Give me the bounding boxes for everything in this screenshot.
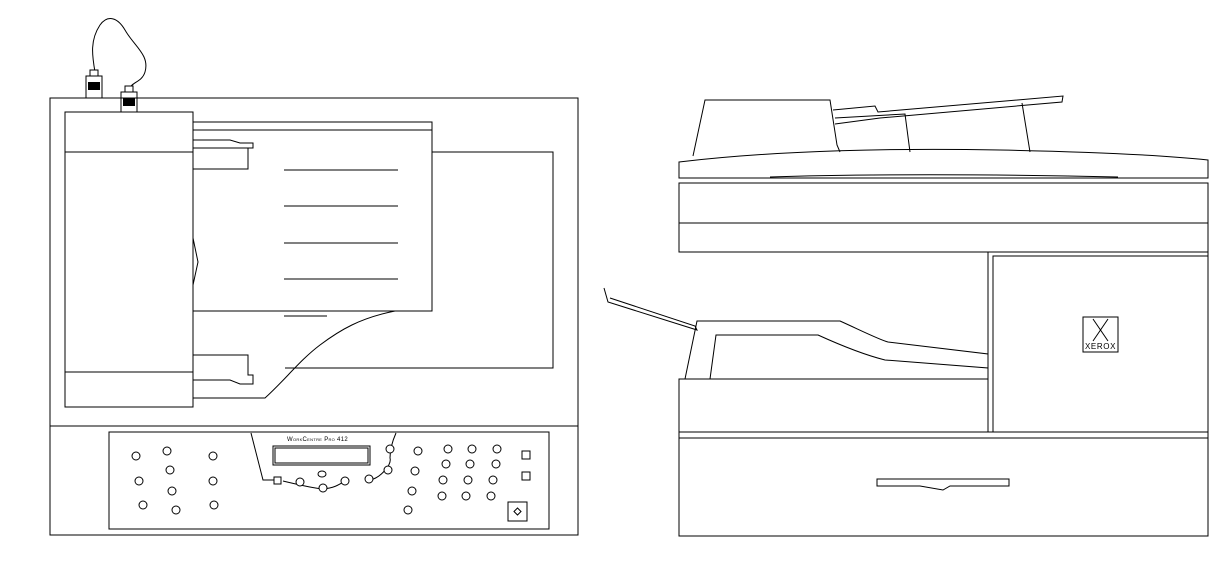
keypad-button[interactable] xyxy=(410,466,420,476)
panel-button[interactable] xyxy=(273,476,282,485)
panel-square-button[interactable] xyxy=(521,450,531,460)
panel-button[interactable] xyxy=(208,451,218,461)
keypad-button[interactable] xyxy=(463,475,473,485)
start-button[interactable] xyxy=(507,501,528,522)
top-view: WorkCentre Pro 412 xyxy=(49,18,579,536)
keypad-button[interactable] xyxy=(407,486,417,496)
keypad-button[interactable] xyxy=(488,475,498,485)
display-screen xyxy=(272,445,371,466)
keypad-button[interactable] xyxy=(467,444,477,454)
middle-body xyxy=(678,378,989,433)
keypad-button[interactable] xyxy=(461,491,471,501)
panel-button[interactable] xyxy=(167,486,177,496)
connector-left xyxy=(85,69,103,99)
paper-curve xyxy=(193,310,432,399)
drawer-handle[interactable] xyxy=(876,478,1010,491)
connector-cable xyxy=(92,18,147,89)
panel-button[interactable] xyxy=(171,505,181,515)
panel-square-button[interactable] xyxy=(521,471,531,481)
keypad-button[interactable] xyxy=(403,505,413,515)
svg-text:XEROX: XEROX xyxy=(1085,342,1116,351)
document-feeder xyxy=(64,111,199,408)
panel-button[interactable] xyxy=(165,465,175,475)
side-document-feeder xyxy=(692,95,1064,157)
connector-right xyxy=(120,85,138,113)
keypad-button[interactable] xyxy=(486,491,496,501)
copier-top-body xyxy=(49,97,579,536)
panel-button[interactable] xyxy=(138,500,148,510)
panel-button[interactable] xyxy=(162,446,172,456)
output-paper xyxy=(285,151,554,369)
control-panel: WorkCentre Pro 412 xyxy=(108,431,550,530)
panel-button[interactable] xyxy=(134,476,144,486)
document-tray xyxy=(192,121,433,385)
keypad-button[interactable] xyxy=(437,491,447,501)
keypad-button[interactable] xyxy=(441,459,451,469)
panel-button[interactable] xyxy=(295,477,305,487)
panel-button[interactable] xyxy=(208,476,218,486)
paper-drawer xyxy=(678,431,1209,537)
panel-button[interactable] xyxy=(209,500,219,510)
output-tray xyxy=(603,287,989,380)
model-label: WorkCentre Pro 412 xyxy=(287,437,348,443)
keypad-button[interactable] xyxy=(465,459,475,469)
panel-button[interactable] xyxy=(364,474,374,484)
keypad-button[interactable] xyxy=(413,446,423,456)
xerox-logo: XEROX xyxy=(1082,316,1119,353)
keypad-button[interactable] xyxy=(438,475,448,485)
platen-cover xyxy=(678,148,1209,179)
panel-button[interactable] xyxy=(317,470,327,478)
panel-button[interactable] xyxy=(131,451,141,461)
panel-button[interactable] xyxy=(383,465,393,475)
keypad-button[interactable] xyxy=(443,444,453,454)
panel-button[interactable] xyxy=(318,483,328,493)
keypad-button[interactable] xyxy=(491,459,501,469)
panel-button[interactable] xyxy=(385,444,395,454)
keypad-button[interactable] xyxy=(492,444,502,454)
panel-button[interactable] xyxy=(340,476,350,486)
scanner-body xyxy=(678,182,1209,253)
side-view: XEROX xyxy=(603,95,1209,537)
